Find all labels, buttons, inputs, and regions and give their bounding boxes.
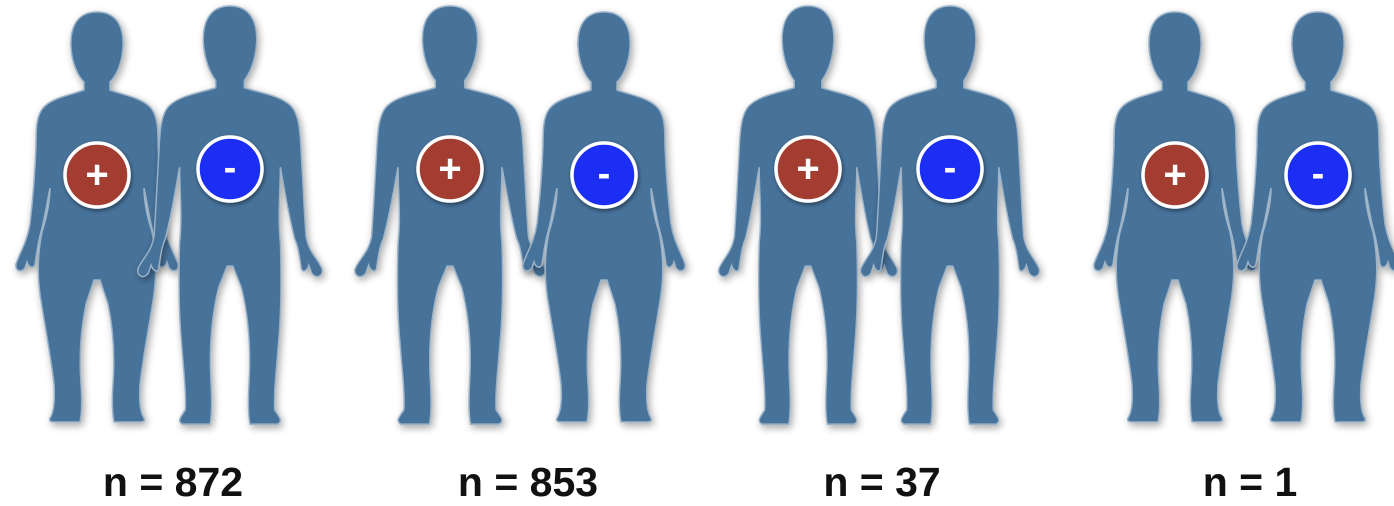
human-silhouette-icon: [1237, 12, 1394, 422]
person-figure-female: [1094, 12, 1256, 422]
human-silhouette-icon: [861, 6, 1040, 424]
plus-sign: +: [85, 153, 108, 197]
plus-badge-icon: +: [65, 143, 129, 207]
person-figure-male: [719, 6, 898, 424]
pair-count-label: n = 872: [23, 458, 323, 506]
minus-badge-icon: -: [1286, 143, 1350, 207]
human-silhouette-icon: [355, 6, 545, 424]
minus-sign: -: [1312, 153, 1325, 195]
human-silhouette-icon: [523, 12, 685, 422]
pair-count-label: n = 1: [1100, 458, 1394, 506]
person-figure-male: [861, 6, 1040, 424]
human-silhouette-icon: [138, 6, 322, 424]
minus-sign: -: [224, 147, 237, 189]
minus-badge-icon: -: [918, 137, 982, 201]
minus-badge-icon: -: [572, 143, 636, 207]
minus-sign: -: [944, 147, 957, 189]
person-figure-female: [1237, 12, 1394, 422]
plus-badge-icon: +: [1143, 143, 1207, 207]
minus-badge-icon: -: [198, 137, 262, 201]
person-figure-male: [138, 6, 322, 424]
pair-count-label: n = 37: [732, 458, 1032, 506]
human-silhouette-icon: [719, 6, 898, 424]
plus-badge-icon: +: [776, 137, 840, 201]
person-figure-female: [523, 12, 685, 422]
plus-sign: +: [796, 147, 819, 191]
human-silhouette-icon: [1094, 12, 1256, 422]
human-silhouette-icon: [16, 12, 178, 422]
plus-sign: +: [1163, 153, 1186, 197]
person-figure-female: [16, 12, 178, 422]
minus-sign: -: [598, 153, 611, 195]
person-figure-male: [355, 6, 545, 424]
plus-badge-icon: +: [418, 137, 482, 201]
pair-count-label: n = 853: [378, 458, 678, 506]
plus-sign: +: [438, 147, 461, 191]
